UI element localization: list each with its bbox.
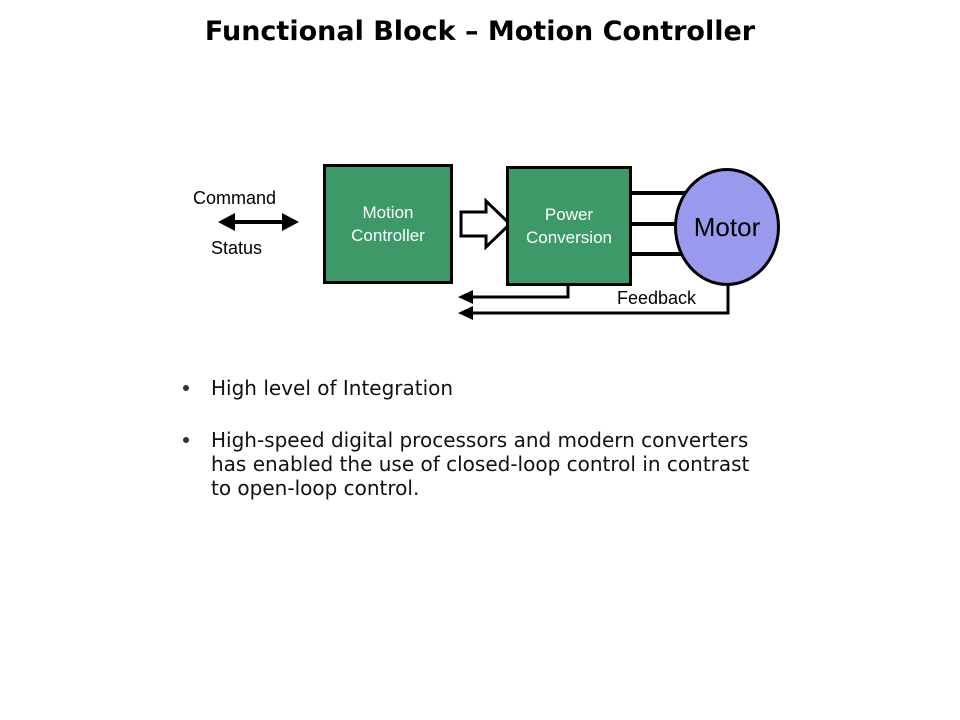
bullet-icon <box>183 437 189 443</box>
signal-flow-block-arrow-icon <box>459 197 513 251</box>
feedback-arrow-from-power-conversion-icon <box>458 285 570 304</box>
command-label: Command <box>193 188 277 208</box>
motion-controller-block: Motion Controller <box>323 164 453 284</box>
feedback-arrow-from-motor-icon <box>458 283 730 320</box>
list-item: High-speed digital processors and modern… <box>180 428 825 500</box>
bullet-text: High-speed digital processors and modern… <box>211 428 750 500</box>
command-status-double-arrow-icon <box>218 213 299 231</box>
feedback-label: Feedback <box>617 288 697 308</box>
power-conversion-label: Power Conversion <box>526 205 612 247</box>
bullet-list: High level of Integration High-speed dig… <box>180 376 825 500</box>
motor-label: Motor <box>693 212 761 242</box>
status-label: Status <box>211 238 263 258</box>
list-item: High level of Integration <box>180 376 825 400</box>
motion-controller-label: Motion Controller <box>351 203 425 245</box>
power-conversion-block: Power Conversion <box>506 166 632 286</box>
bullet-icon <box>183 385 189 391</box>
page-title: Functional Block – Motion Controller <box>204 16 756 47</box>
bullet-text: High level of Integration <box>211 376 454 400</box>
motor-block: Motor <box>674 168 780 286</box>
